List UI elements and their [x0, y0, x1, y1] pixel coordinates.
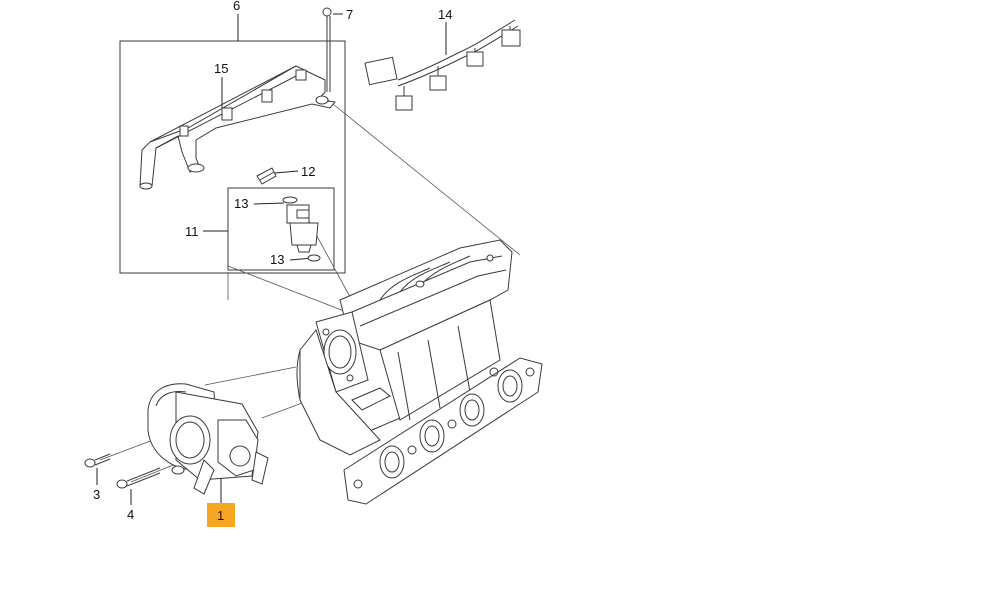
callout-3[interactable]: 3 — [93, 487, 100, 502]
clip-icon — [256, 167, 277, 185]
callout-7[interactable]: 7 — [346, 7, 353, 22]
bolt-icon — [322, 7, 332, 92]
intake-manifold-icon — [296, 239, 543, 505]
callout-13[interactable]: 13 — [270, 252, 284, 267]
fuel-injector-icon — [282, 196, 321, 262]
callout-1[interactable]: 1 — [217, 508, 224, 523]
bolt-icon — [84, 453, 111, 468]
callout-highlight — [207, 503, 235, 527]
callout-12[interactable]: 12 — [301, 164, 315, 179]
callout-11[interactable]: 11 — [185, 224, 199, 239]
throttle-body-icon — [147, 383, 269, 495]
fuel-rail-icon — [139, 65, 336, 190]
callout-15[interactable]: 15 — [214, 61, 228, 76]
wiring-harness-icon — [364, 19, 521, 111]
callout-4[interactable]: 4 — [127, 507, 134, 522]
callout-14[interactable]: 14 — [438, 7, 452, 22]
callout-13[interactable]: 13 — [234, 196, 248, 211]
bolt-icon — [116, 467, 161, 489]
group-box-11 — [227, 187, 335, 271]
group-box-6 — [119, 40, 346, 274]
callout-6[interactable]: 6 — [233, 0, 240, 13]
